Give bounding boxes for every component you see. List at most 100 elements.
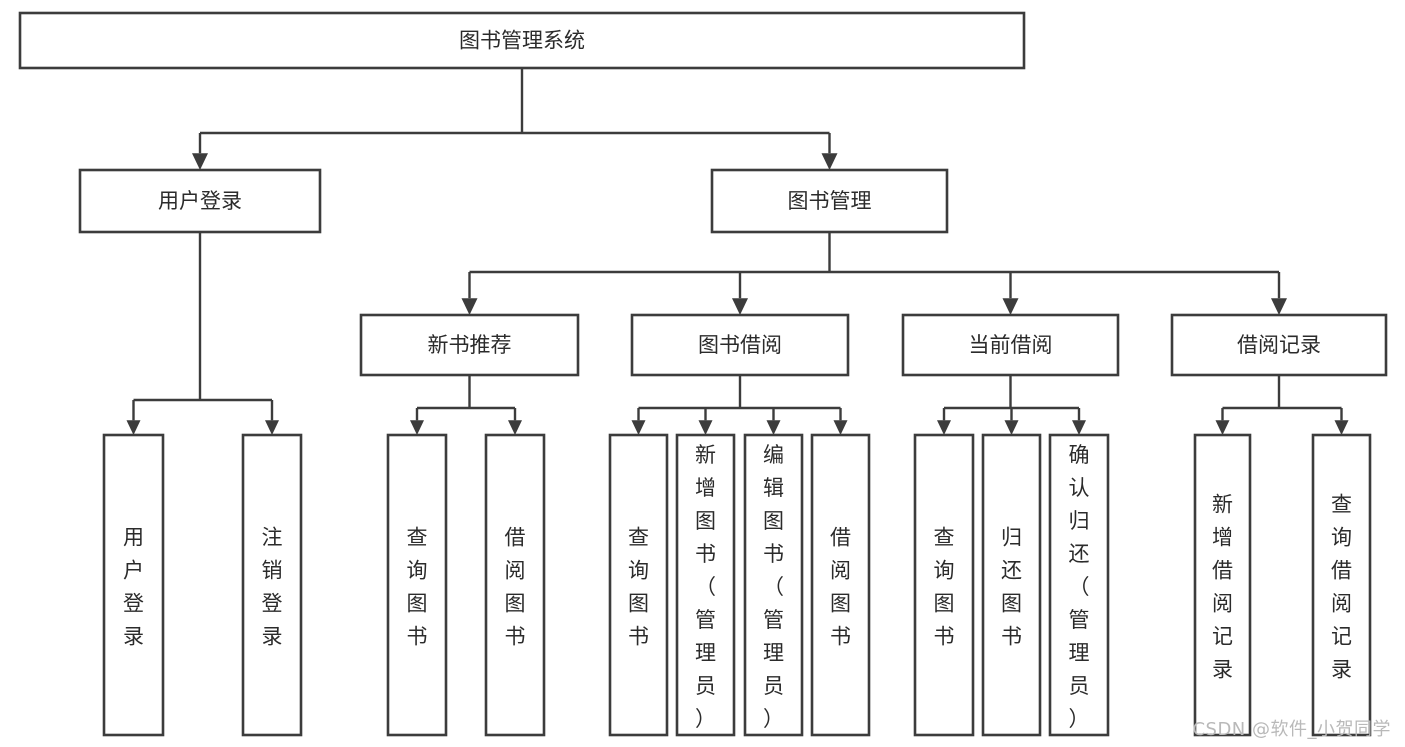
arrow-head-icon — [1072, 420, 1086, 435]
leaf-label-char: 归 — [1069, 509, 1090, 533]
node-box-level2-0[interactable] — [78, 168, 322, 234]
node-label-level3-3: 借阅记录 — [1237, 333, 1321, 357]
leaf-label-char: 阅 — [830, 559, 851, 583]
arrow-head-icon — [631, 420, 646, 435]
leaf-label-char: 用 — [123, 526, 144, 550]
leaf-label-char: 询 — [934, 559, 955, 583]
node-label-level3-1: 图书借阅 — [698, 333, 782, 357]
node-box-level3-3[interactable] — [1170, 313, 1388, 377]
leaf-label-char: 书 — [407, 625, 428, 649]
arrow-head-icon — [698, 420, 713, 435]
arrow-head-icon — [833, 420, 848, 435]
nodes-layer: 图书管理系统用户登录图书管理新书推荐图书借阅当前借阅借阅记录用户登录注销登录查询… — [18, 11, 1388, 737]
leaf-label-char: 借 — [1331, 559, 1352, 583]
leaf-box-2[interactable] — [386, 433, 448, 737]
leaf-label-char: 图 — [1001, 592, 1022, 616]
leaf-label-char: （ — [763, 575, 784, 599]
arrow-head-icon — [821, 153, 838, 170]
arrow-head-icon — [1334, 420, 1349, 435]
leaf-label-char: 查 — [407, 526, 428, 550]
leaf-label-char: 户 — [123, 559, 144, 583]
arrow-head-icon — [1002, 298, 1019, 315]
leaf-label-char: 理 — [695, 641, 716, 665]
leaf-label-char: 书 — [763, 542, 784, 566]
leaf-box-8[interactable] — [913, 433, 975, 737]
leaf-box-12[interactable] — [1311, 433, 1372, 737]
leaf-box-11[interactable] — [1193, 433, 1252, 737]
arrow-head-icon — [1271, 298, 1287, 315]
leaf-label-char: 图 — [628, 592, 649, 616]
leaf-label-char: 编 — [763, 443, 784, 467]
arrow-head-icon — [1215, 420, 1230, 435]
leaf-label-char: 书 — [628, 625, 649, 649]
node-label-level2-1: 图书管理 — [788, 189, 872, 213]
leaf-label-char: 增 — [695, 476, 716, 500]
leaf-box-0[interactable] — [102, 433, 165, 737]
node-box-root[interactable] — [18, 11, 1026, 70]
arrow-head-icon — [937, 420, 951, 435]
csdn-watermark: CSDN @软件_小贺同学 — [1192, 719, 1391, 740]
leaf-label-char: 归 — [1001, 526, 1022, 550]
leaf-label-char: 理 — [763, 641, 784, 665]
leaf-label-char: 询 — [407, 559, 428, 583]
leaf-label-char: 管 — [763, 608, 784, 632]
leaf-box-5[interactable] — [675, 433, 736, 737]
node-box-level3-2[interactable] — [901, 313, 1120, 377]
arrow-head-icon — [126, 420, 141, 435]
leaf-label-char: 登 — [262, 592, 283, 616]
leaf-label-char: 员 — [763, 674, 784, 698]
arrow-head-icon — [410, 420, 424, 435]
leaf-box-3[interactable] — [484, 433, 546, 737]
arrow-head-icon — [508, 420, 522, 435]
leaf-label-char: 管 — [695, 608, 716, 632]
leaf-label-char: 书 — [695, 542, 716, 566]
leaf-label-char: 查 — [934, 526, 955, 550]
leaf-label-char: 销 — [262, 559, 283, 583]
leaf-box-1[interactable] — [241, 433, 303, 737]
leaf-label-char: 查 — [628, 526, 649, 550]
arrow-head-icon — [1004, 420, 1019, 435]
node-box-level3-0[interactable] — [359, 313, 580, 377]
leaf-label-char: 理 — [1069, 641, 1090, 665]
leaf-label-char: 图 — [763, 509, 784, 533]
arrow-head-icon — [265, 420, 279, 435]
leaf-label-char: 确 — [1069, 443, 1090, 467]
leaf-label-char: 图 — [407, 592, 428, 616]
arrow-head-icon — [461, 298, 478, 315]
node-box-level3-1[interactable] — [630, 313, 850, 377]
leaf-box-6[interactable] — [743, 433, 804, 737]
leaf-label-char: 录 — [1212, 658, 1233, 682]
leaf-box-4[interactable] — [608, 433, 669, 737]
leaf-label-char: 录 — [123, 625, 144, 649]
leaf-label-char: 询 — [628, 559, 649, 583]
arrow-head-icon — [766, 420, 781, 435]
leaf-label-char: 新 — [1212, 493, 1233, 517]
node-box-level2-1[interactable] — [710, 168, 949, 234]
leaf-label-char: 阅 — [505, 559, 526, 583]
leaf-box-7[interactable] — [810, 433, 871, 737]
leaf-label-char: 借 — [830, 526, 851, 550]
leaf-label-char: （ — [695, 575, 716, 599]
leaf-label-char: 记 — [1212, 625, 1233, 649]
leaf-label-char: （ — [1069, 575, 1090, 599]
leaf-label-char: 记 — [1331, 625, 1352, 649]
leaf-box-9[interactable] — [981, 433, 1042, 737]
leaf-label-char: 还 — [1001, 559, 1022, 583]
node-label-level3-0: 新书推荐 — [428, 333, 512, 357]
leaf-label-char: 书 — [934, 625, 955, 649]
leaf-label-char: 图 — [934, 592, 955, 616]
leaf-box-10[interactable] — [1048, 433, 1110, 737]
leaf-label-char: 书 — [830, 625, 851, 649]
